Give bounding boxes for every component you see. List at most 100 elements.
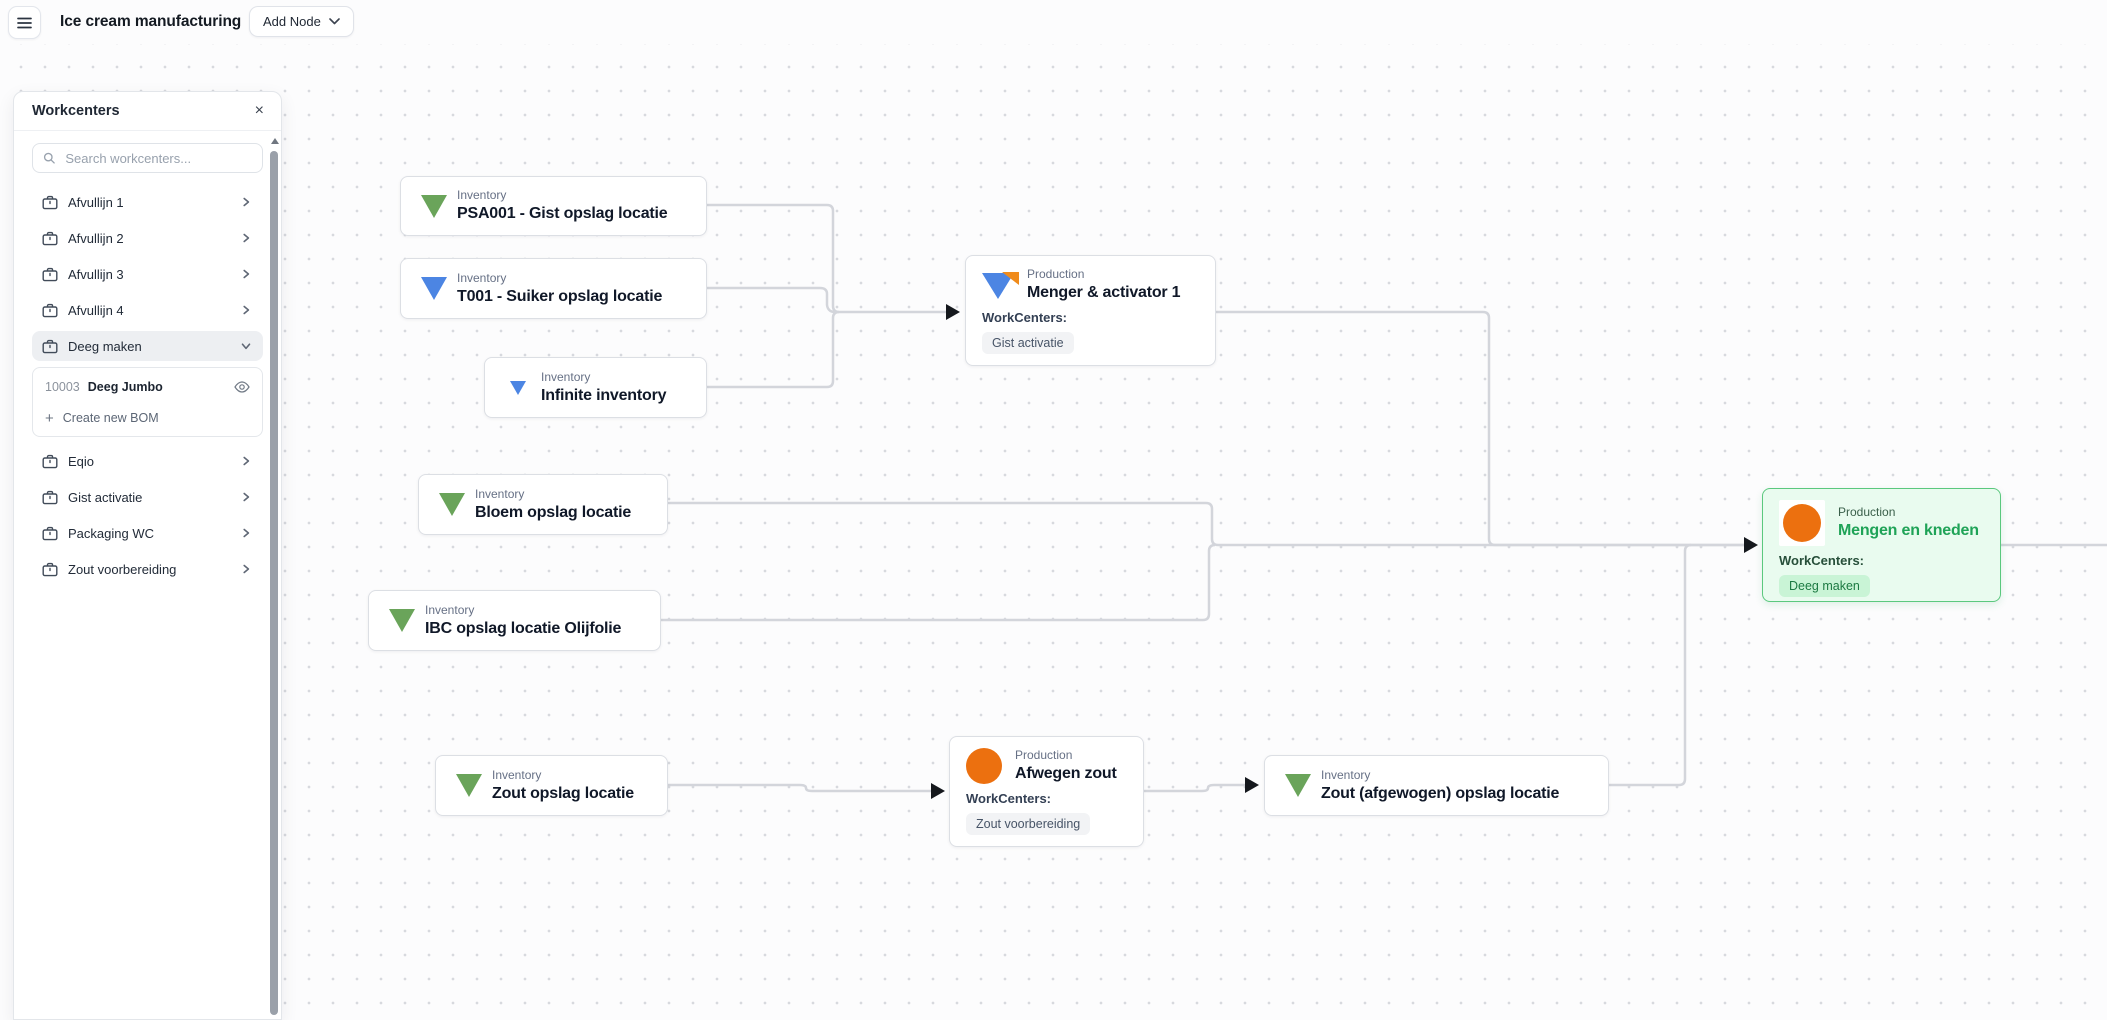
node-title: Menger & activator 1 (1027, 284, 1181, 301)
node-inventory-zout-afgewogen[interactable]: Inventory Zout (afgewogen) opslag locati… (1264, 755, 1609, 816)
node-inventory-zout[interactable]: Inventory Zout opslag locatie (435, 755, 668, 816)
scroll-up-arrow-icon[interactable] (271, 138, 279, 144)
hamburger-menu-button[interactable] (8, 6, 41, 39)
plus-icon: + (45, 409, 54, 427)
page-title: Ice cream manufacturing (60, 13, 242, 30)
workcenter-badge: Deeg maken (1779, 575, 1870, 597)
workcenter-briefcase-icon (42, 267, 58, 281)
node-production-afwegen-zout[interactable]: Production Afwegen zout WorkCenters: Zou… (949, 736, 1144, 847)
node-title: IBC opslag locatie Olijfolie (425, 619, 622, 637)
node-production-menger-activator-1[interactable]: Production Menger & activator 1 WorkCent… (965, 255, 1216, 366)
chevron-right-icon (239, 303, 253, 317)
node-production-mengen-en-kneden[interactable]: Production Mengen en kneden WorkCenters:… (1762, 488, 2001, 602)
eye-icon[interactable] (234, 381, 250, 393)
top-bar: Ice cream manufacturing Add Node (0, 0, 2107, 44)
workcenter-briefcase-icon (42, 526, 58, 540)
chevron-right-icon (239, 490, 253, 504)
workcenter-badge: Gist activatie (982, 332, 1074, 354)
sidebar-item-gist-activatie[interactable]: Gist activatie (32, 482, 263, 512)
sidebar-item-afvullijn-4[interactable]: Afvullijn 4 (32, 295, 263, 325)
bom-code: 10003 (45, 380, 80, 394)
sidebar-item-eqio[interactable]: Eqio (32, 446, 263, 476)
chevron-down-icon (329, 18, 340, 25)
workcenter-briefcase-icon (42, 339, 58, 353)
node-title: Zout opslag locatie (492, 784, 634, 802)
sidebar-item-deeg-maken[interactable]: Deeg maken (32, 331, 263, 361)
create-new-bom-label: Create new BOM (62, 411, 159, 425)
node-type-label: Inventory (457, 188, 507, 202)
node-title: T001 - Suiker opslag locatie (457, 287, 663, 305)
node-inventory-ibc-olijfolie[interactable]: Inventory IBC opslag locatie Olijfolie (368, 590, 661, 651)
search-icon (43, 152, 55, 164)
node-title: Bloem opslag locatie (475, 503, 632, 521)
workcenters-label: WorkCenters: (966, 791, 1052, 806)
search-input[interactable] (63, 149, 252, 167)
node-type-label: Inventory (541, 369, 591, 384)
workcenters-panel-header: Workcenters × (14, 92, 281, 131)
chevron-right-icon (239, 267, 253, 281)
chevron-down-icon (239, 339, 253, 353)
node-type-label: Inventory (1321, 767, 1371, 782)
workcenters-panel: Workcenters × Afvullijn 1 Afvullijn 2 Af… (13, 91, 282, 1020)
hamburger-icon (17, 17, 32, 28)
sidebar-item-label: Zout voorbereiding (68, 561, 177, 577)
node-type-label: Inventory (475, 486, 525, 501)
sidebar-item-label: Afvullijn 4 (68, 302, 124, 318)
sidebar-item-afvullijn-3[interactable]: Afvullijn 3 (32, 259, 263, 289)
workcenter-briefcase-icon (42, 490, 58, 504)
inventory-triangle-icon (421, 194, 447, 218)
inventory-triangle-icon (1285, 774, 1311, 797)
workcenter-briefcase-icon (42, 454, 58, 468)
sidebar-item-zout-voorbereiding[interactable]: Zout voorbereiding (32, 554, 263, 584)
inventory-triangle-icon (389, 609, 415, 632)
sidebar-item-label: Gist activatie (68, 489, 143, 505)
chevron-right-icon (239, 526, 253, 540)
inventory-triangle-icon (439, 493, 465, 516)
sidebar-scrollbar (270, 138, 279, 1019)
workcenter-badge: Zout voorbereiding (966, 813, 1091, 835)
node-inventory-psa001-gist[interactable]: Inventory PSA001 - Gist opslag locatie (400, 176, 707, 236)
sidebar-item-label: Afvullijn 2 (68, 230, 124, 246)
sidebar-item-label: Afvullijn 3 (68, 266, 124, 282)
node-title: Infinite inventory (541, 386, 667, 404)
workcenters-panel-title: Workcenters (32, 103, 120, 119)
icon-tile (1779, 500, 1825, 546)
node-type-label: Production (1027, 267, 1085, 281)
node-type-label: Inventory (457, 270, 507, 285)
add-node-button[interactable]: Add Node (249, 6, 354, 37)
inventory-triangle-icon (510, 380, 526, 395)
chevron-right-icon (239, 454, 253, 468)
sidebar-item-label: Packaging WC (68, 525, 154, 541)
sidebar-item-label: Afvullijn 1 (68, 194, 124, 210)
bom-name: Deeg Jumbo (87, 380, 163, 394)
sidebar-item-packaging-wc[interactable]: Packaging WC (32, 518, 263, 548)
workcenters-list: Afvullijn 1 Afvullijn 2 Afvullijn 3 Afvu… (14, 131, 281, 584)
node-type-label: Inventory (492, 767, 542, 782)
workcenters-label: WorkCenters: (1779, 553, 1865, 568)
node-inventory-infinite[interactable]: Inventory Infinite inventory (484, 357, 707, 418)
chevron-right-icon (239, 195, 253, 209)
search-box (32, 143, 263, 173)
inventory-triangle-icon (456, 774, 482, 797)
sidebar-item-afvullijn-2[interactable]: Afvullijn 2 (32, 223, 263, 253)
sidebar-item-label: Eqio (68, 453, 95, 469)
node-inventory-bloem[interactable]: Inventory Bloem opslag locatie (418, 474, 668, 535)
node-inventory-t001-suiker[interactable]: Inventory T001 - Suiker opslag locatie (400, 258, 707, 319)
node-type-label: Production (1015, 748, 1073, 762)
node-type-label: Inventory (425, 602, 475, 617)
workcenter-briefcase-icon (42, 562, 58, 576)
create-new-bom-button[interactable]: + Create new BOM (33, 403, 262, 433)
add-node-label: Add Node (263, 14, 321, 29)
node-title: Afwegen zout (1015, 765, 1117, 782)
bom-item[interactable]: 10003 Deeg Jumbo (33, 371, 262, 403)
workcenter-briefcase-icon (42, 195, 58, 209)
close-icon[interactable]: × (254, 102, 264, 119)
workcenter-briefcase-icon (42, 303, 58, 317)
node-title: Zout (afgewogen) opslag locatie (1321, 784, 1560, 802)
workcenter-briefcase-icon (42, 231, 58, 245)
node-title: Mengen en kneden (1838, 522, 1979, 539)
sidebar-item-afvullijn-1[interactable]: Afvullijn 1 (32, 187, 263, 217)
workcenters-label: WorkCenters: (982, 310, 1068, 325)
scrollbar-thumb[interactable] (270, 151, 278, 1015)
inventory-triangle-icon (421, 277, 447, 300)
